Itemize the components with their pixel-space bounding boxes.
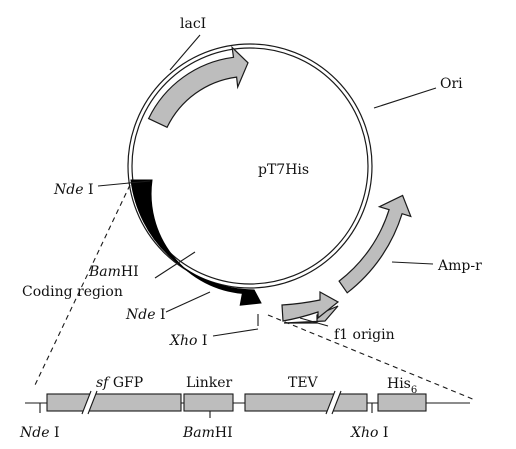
amp-leader — [391, 261, 434, 265]
laci-leader — [169, 34, 201, 71]
his6-box — [377, 393, 427, 412]
xho-leader — [212, 328, 259, 337]
nde-mid-leader — [165, 291, 211, 313]
tev-break-line-b — [331, 390, 342, 415]
f1-origin-label: f1 origin — [334, 327, 395, 343]
linker-box — [183, 393, 234, 412]
laci-label: lacI — [180, 16, 206, 32]
nde-site-top-label: Nde I — [53, 182, 93, 198]
sfgfp-break — [82, 391, 97, 414]
sfgfp-box — [46, 393, 182, 412]
insert-bamhi-label: BamHI — [182, 425, 233, 441]
sfgfp-break-line-a — [81, 390, 92, 415]
insert-nde-label: Nde I — [19, 425, 59, 441]
expand-line-left — [34, 184, 131, 386]
laci-arrow — [147, 45, 249, 129]
ori-label: Ori — [440, 76, 463, 92]
plasmid-backbone-inner — [131, 47, 369, 285]
plasmid-name-label: pT7His — [258, 162, 309, 178]
tev-box — [244, 393, 368, 412]
bamhi-site-label: BamHI — [88, 264, 139, 280]
sfgfp-label: sf GFP — [96, 375, 143, 391]
sfgfp-break-line-b — [87, 390, 98, 415]
nde-top-leader — [97, 180, 151, 187]
his6-label: His6 — [387, 376, 417, 396]
linker-label: Linker — [186, 375, 233, 391]
amp-r-arrow — [338, 194, 412, 294]
coding-region-arrow — [130, 179, 262, 306]
insert-xho-label: Xho I — [350, 425, 388, 441]
nde-site-mid-label: Nde I — [125, 307, 165, 323]
plasmid-backbone-outer — [127, 43, 373, 289]
tev-label: TEV — [288, 375, 319, 391]
xho-site-label: Xho I — [169, 333, 207, 349]
tev-break-line-a — [325, 390, 336, 415]
f1-origin-arrow-body — [281, 290, 340, 322]
f1-leader — [299, 317, 329, 327]
expand-line-right — [267, 314, 476, 401]
coding-region-label: Coding region — [22, 284, 123, 300]
ori-leader-a — [373, 87, 437, 109]
bamhi-tick — [154, 251, 196, 279]
amp-r-label: Amp-r — [437, 258, 482, 274]
tev-break — [326, 391, 341, 414]
